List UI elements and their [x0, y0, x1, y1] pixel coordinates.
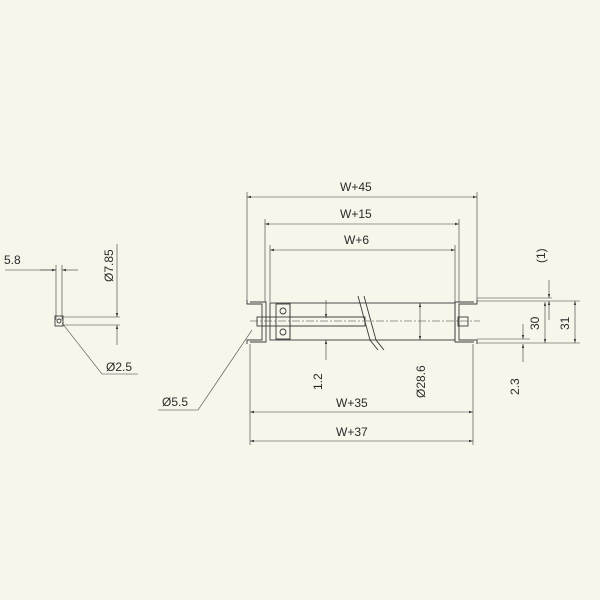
dim-30-label: 30: [528, 316, 542, 330]
shaft-hole: [56, 318, 62, 324]
shaft-detail: 5.8 Ø7.85 Ø2.5: [4, 244, 138, 375]
dim-5-5-label: Ø5.5: [162, 395, 188, 409]
dim-7-85-label: Ø7.85: [102, 249, 116, 282]
dim-w45-label: W+45: [340, 180, 372, 194]
dim-2-3-label: 2.3: [508, 378, 522, 395]
dim-w15-label: W+15: [340, 207, 372, 221]
dim-w35-label: W+35: [336, 396, 368, 410]
break-line: [363, 295, 385, 351]
shaft: [256, 316, 366, 327]
dim-w37-label: W+37: [336, 425, 368, 439]
roller-assembly: W+45 W+15 W+6: [158, 180, 580, 445]
right-frame: [458, 300, 478, 344]
bearing-ball: [279, 328, 287, 336]
roller-tube: [269, 302, 456, 341]
leader-5-5: [158, 329, 253, 411]
bearing: [275, 303, 291, 340]
bearing-ball: [279, 307, 287, 315]
left-frame-inner: [250, 301, 267, 343]
dim-28-6-label: Ø28.6: [414, 365, 428, 398]
dim-w6-label: W+6: [344, 233, 369, 247]
shaft-right-end: [457, 316, 469, 327]
shaft-end: [54, 315, 64, 327]
dim-1-label: (1): [534, 248, 548, 263]
break-line: [357, 295, 379, 351]
dim-2-5-label: Ø2.5: [106, 360, 132, 374]
dim-5-8-label: 5.8: [4, 253, 21, 267]
dim-31-label: 31: [558, 316, 572, 330]
dim-1-2-label: 1.2: [311, 373, 325, 390]
left-frame: [246, 300, 263, 344]
leader-2-5: [61, 322, 138, 375]
